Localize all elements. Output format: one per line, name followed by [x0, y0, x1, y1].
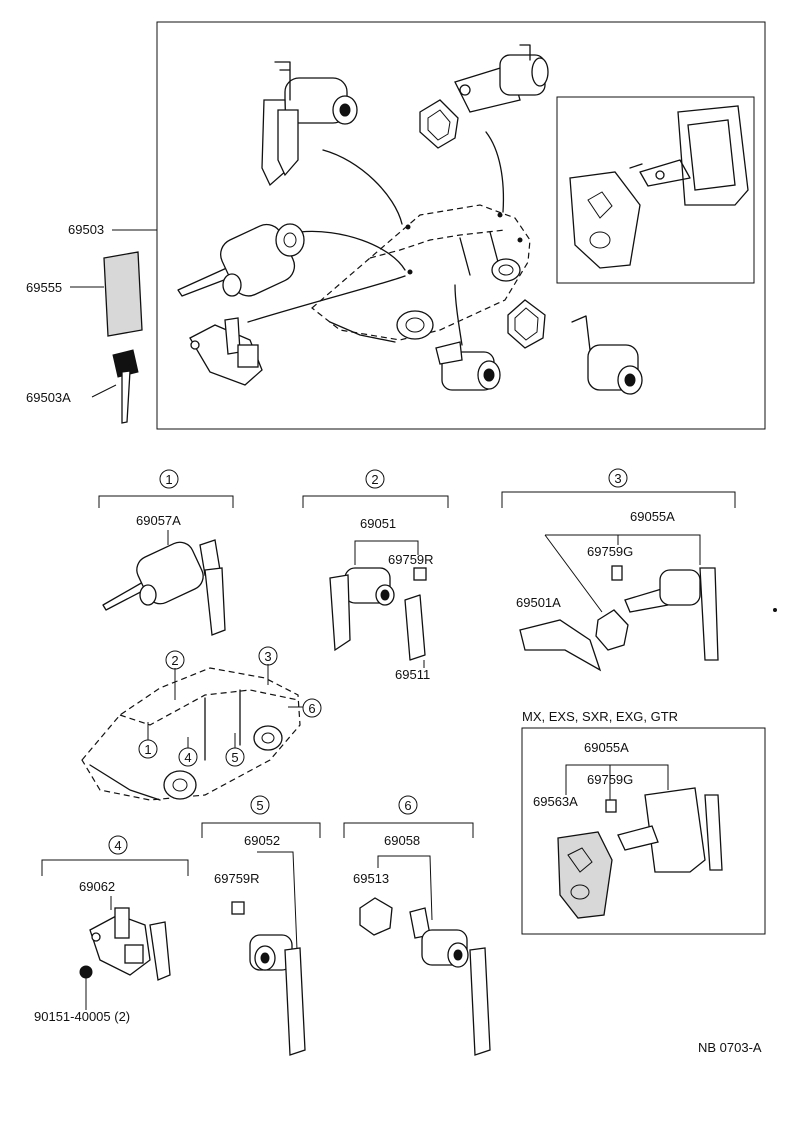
part-number-69062: 69062 [79, 879, 115, 894]
part-number-69513: 69513 [353, 871, 389, 886]
group-1: 1 69057A [98, 469, 234, 636]
door-lock-cylinder-illustration [261, 61, 358, 187]
stray-dot [773, 608, 777, 612]
glove-box-lock-illustration [189, 317, 263, 386]
door-lock-cylinder-illustration [231, 901, 306, 1056]
ignition-cylinder-illustration [177, 223, 305, 297]
part-number-69759G: 69759G [587, 544, 633, 559]
car-marker-6: 6 [308, 701, 315, 716]
trunk-lock-illustration [519, 565, 719, 672]
group-4-number: 4 [114, 838, 121, 853]
part-number-69055A: 69055A [630, 509, 675, 524]
group-1-circle [159, 469, 179, 489]
grommet-illustration [507, 299, 546, 349]
part-number-69057A: 69057A [136, 513, 181, 528]
pointer-line [247, 275, 406, 323]
variant-title: MX, EXS, SXR, EXG, GTR [522, 709, 678, 724]
group-4-circle [108, 835, 128, 855]
part-number-69563A: 69563A [533, 794, 578, 809]
figure-code: NB 0703-A [698, 1040, 762, 1055]
group-6-circle [398, 795, 418, 815]
inset-frame [556, 96, 755, 284]
key-illustration [112, 349, 139, 424]
part-number-69058: 69058 [384, 833, 420, 848]
part-number-69052: 69052 [244, 833, 280, 848]
part-number-90151-40005: 90151-40005 (2) [34, 1009, 130, 1024]
group-2-number: 2 [371, 472, 378, 487]
pointer-line [485, 131, 505, 213]
assembly-frame [156, 21, 766, 430]
rear-door-lock-illustration [571, 315, 643, 395]
ignition-cylinder-illustration [102, 539, 226, 636]
trunk-lock-illustration [359, 897, 491, 1056]
glove-box-lock-illustration [79, 907, 171, 981]
car-marker-1: 1 [144, 742, 151, 757]
group-3-number: 3 [614, 471, 621, 486]
top-car-illustration [311, 204, 531, 343]
group-6-number: 6 [404, 798, 411, 813]
left-labels: 69503 69555 69503A [26, 222, 157, 424]
variant-lock-illustration [557, 787, 723, 919]
group-3-circle [608, 468, 628, 488]
part-number-69055A-variant: 69055A [584, 740, 629, 755]
key-plate-illustration [103, 251, 143, 337]
pointer-line [322, 149, 403, 225]
fuel-door-lock-illustration [435, 341, 501, 391]
pointer-line [299, 230, 406, 271]
group-3: 3 69055A 69759G 69501A [501, 468, 736, 672]
part-number-69503A: 69503A [26, 390, 71, 405]
part-number-69051: 69051 [360, 516, 396, 531]
part-number-69501A: 69501A [516, 595, 561, 610]
grommet-illustration [419, 99, 459, 149]
group-4: 4 69062 90151-40005 (2) [34, 835, 189, 1024]
inset-lock-illustration [569, 105, 749, 269]
car-marker-2: 2 [171, 653, 178, 668]
part-number-69759R: 69759R [388, 552, 434, 567]
group-5-number: 5 [256, 798, 263, 813]
car-locator: 2 3 1 4 5 6 [81, 646, 322, 801]
door-lock-cylinder-illustration [329, 567, 427, 661]
part-number-69511: 69511 [395, 667, 430, 682]
part-number-69503: 69503 [68, 222, 104, 237]
car-marker-4: 4 [184, 750, 191, 765]
group-5: 5 69052 69759R [201, 795, 321, 1056]
variant-box: MX, EXS, SXR, EXG, GTR 69055A 69759G 695… [521, 709, 766, 935]
part-number-69759G-variant: 69759G [587, 772, 633, 787]
car-marker-3: 3 [264, 649, 271, 664]
trunk-lock-illustration [454, 44, 549, 113]
group-2-circle [365, 469, 385, 489]
group-6: 6 69058 69513 [343, 795, 491, 1056]
group-1-number: 1 [165, 472, 172, 487]
group-2: 2 69051 69759R 69511 [302, 469, 449, 682]
pointer-line [454, 284, 463, 346]
car-marker-5: 5 [231, 750, 238, 765]
part-number-69555: 69555 [26, 280, 62, 295]
group-5-circle [250, 795, 270, 815]
part-number-69759R-group5: 69759R [214, 871, 260, 886]
